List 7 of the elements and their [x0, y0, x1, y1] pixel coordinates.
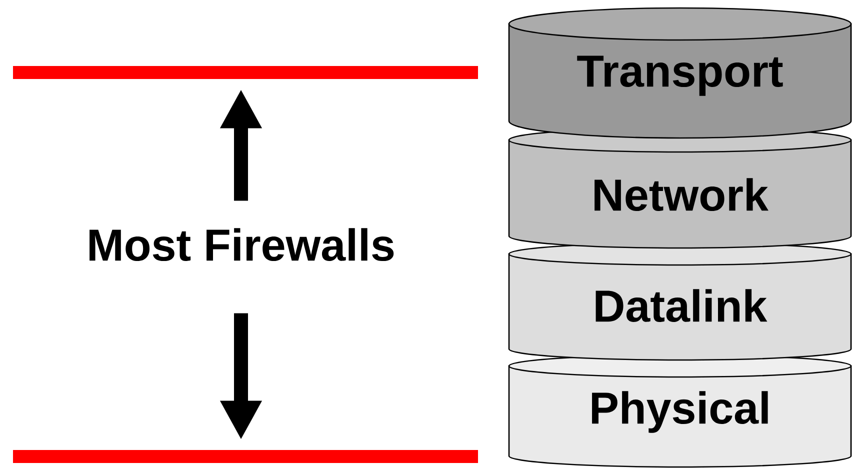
layer-cylinder: Transport [508, 7, 852, 139]
boundary-bar [13, 66, 478, 79]
label-text: Most Firewalls [90, 228, 394, 262]
layer-cylinder: Physical [508, 354, 852, 468]
layer-cylinder: Network [508, 127, 852, 249]
boundary-bar [13, 450, 478, 463]
layer-cylinder: Datalink [508, 242, 852, 361]
